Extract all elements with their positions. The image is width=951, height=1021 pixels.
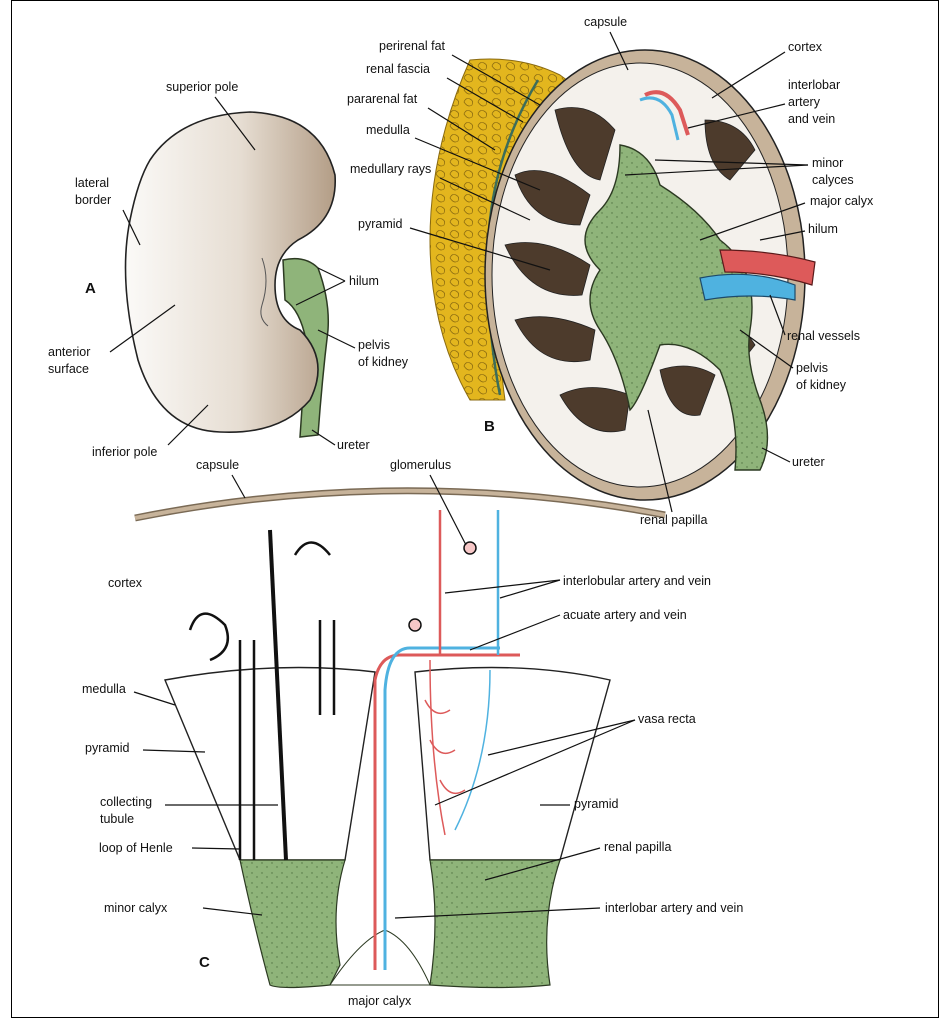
label-capsule-c: capsule bbox=[196, 458, 239, 472]
label-interlobar-2: artery bbox=[788, 95, 821, 109]
label-interlobar-3: and vein bbox=[788, 112, 835, 126]
label-major-calyx-c: major calyx bbox=[348, 994, 412, 1008]
label-pelvis-of-kidney-b-2: of kidney bbox=[796, 378, 847, 392]
label-lateral-border-1: lateral bbox=[75, 176, 109, 190]
label-renal-papilla-c: renal papilla bbox=[604, 840, 671, 854]
label-anterior-surface-2: surface bbox=[48, 362, 89, 376]
label-perirenal-fat: perirenal fat bbox=[379, 39, 446, 53]
label-anterior-surface-1: anterior bbox=[48, 345, 90, 359]
label-ureter-a: ureter bbox=[337, 438, 370, 452]
label-medulla-b: medulla bbox=[366, 123, 410, 137]
label-renal-papilla-b: renal papilla bbox=[640, 513, 707, 527]
label-minor-calyces-2: calyces bbox=[812, 173, 854, 187]
label-major-calyx-b: major calyx bbox=[810, 194, 874, 208]
label-pyramid-b: pyramid bbox=[358, 217, 403, 231]
label-glomerulus: glomerulus bbox=[390, 458, 451, 472]
label-pyramid-c-left: pyramid bbox=[85, 741, 130, 755]
label-loop-of-henle: loop of Henle bbox=[99, 841, 173, 855]
label-collecting-tubule-1: collecting bbox=[100, 795, 152, 809]
panel-label-c: C bbox=[199, 954, 210, 971]
label-medulla-c: medulla bbox=[82, 682, 126, 696]
label-interlobular: interlobular artery and vein bbox=[563, 574, 711, 588]
label-acuate: acuate artery and vein bbox=[563, 608, 687, 622]
label-renal-vessels: renal vessels bbox=[787, 329, 860, 343]
label-ureter-b: ureter bbox=[792, 455, 825, 469]
label-pyramid-c-right: pyramid bbox=[574, 797, 619, 811]
label-interlobar-c: interlobar artery and vein bbox=[605, 901, 743, 915]
label-hilum-a: hilum bbox=[349, 274, 379, 288]
label-minor-calyces-1: minor bbox=[812, 156, 843, 170]
label-superior-pole: superior pole bbox=[166, 80, 238, 94]
label-medullary-rays: medullary rays bbox=[350, 162, 431, 176]
label-cortex-c: cortex bbox=[108, 576, 143, 590]
label-pelvis-of-kidney-b-1: pelvis bbox=[796, 361, 828, 375]
panel-c-labels: capsule glomerulus cortex interlobular a… bbox=[82, 458, 743, 1008]
label-capsule-b: capsule bbox=[584, 15, 627, 29]
label-cortex-b: cortex bbox=[788, 40, 823, 54]
label-pelvis-of-kidney-a-1: pelvis bbox=[358, 338, 390, 352]
label-interlobar-1: interlobar bbox=[788, 78, 840, 92]
panel-a-kidney bbox=[126, 112, 336, 437]
label-inferior-pole: inferior pole bbox=[92, 445, 157, 459]
label-minor-calyx: minor calyx bbox=[104, 901, 168, 915]
label-collecting-tubule-2: tubule bbox=[100, 812, 134, 826]
label-renal-fascia: renal fascia bbox=[366, 62, 430, 76]
label-lateral-border-2: border bbox=[75, 193, 111, 207]
label-pararenal-fat: pararenal fat bbox=[347, 92, 418, 106]
panel-label-a: A bbox=[85, 280, 96, 297]
label-vasa-recta: vasa recta bbox=[638, 712, 696, 726]
label-hilum-b: hilum bbox=[808, 222, 838, 236]
panel-label-b: B bbox=[484, 418, 495, 435]
panel-c-nephron bbox=[135, 491, 665, 988]
label-pelvis-of-kidney-a-2: of kidney bbox=[358, 355, 409, 369]
